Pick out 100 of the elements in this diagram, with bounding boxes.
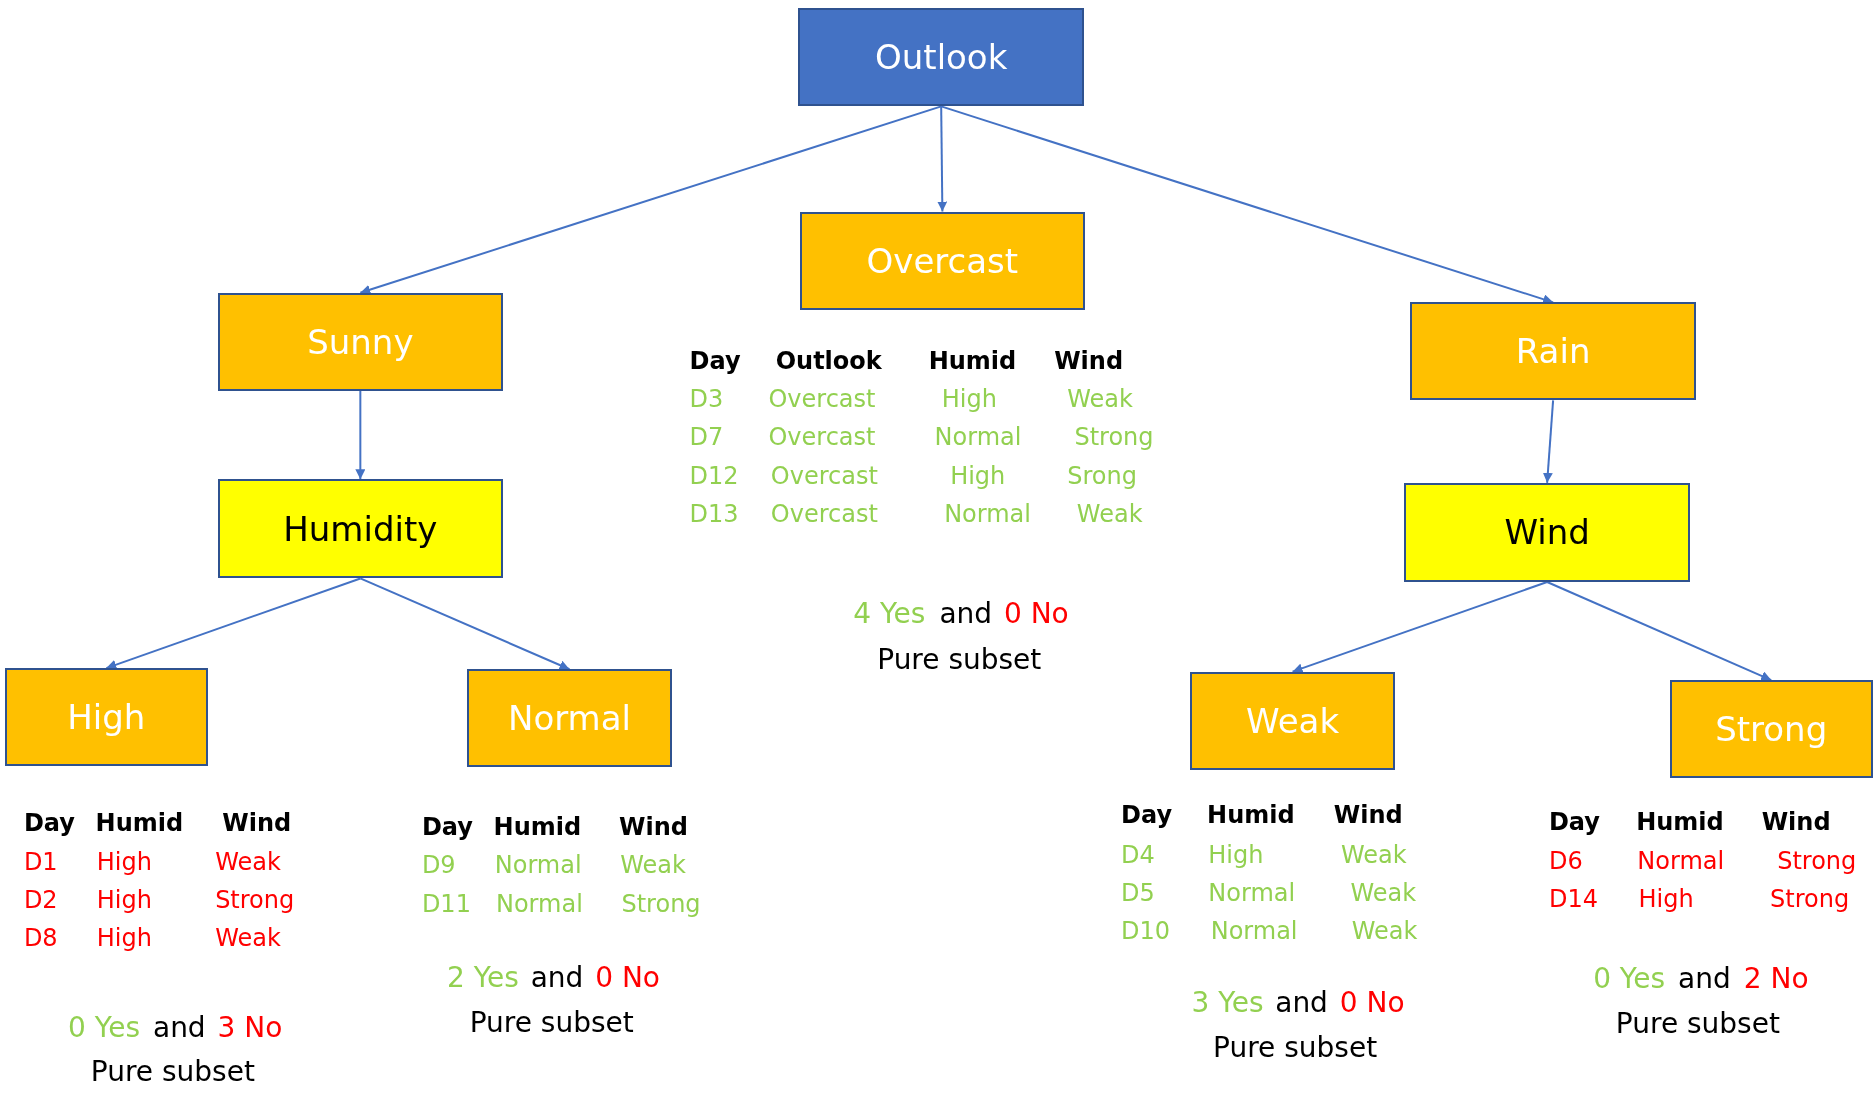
table-cell: D5 [1121,880,1155,905]
table-cell: Overcast [770,501,878,526]
attribute-node-box [1404,482,1690,582]
table-cell: Strong [1770,886,1850,911]
table-cell: D1 [23,849,58,874]
table-cell: Weak [1350,880,1417,905]
arrow [359,577,571,671]
column-header: Outlook [775,348,882,373]
table-cell: Normal [944,501,1031,526]
table-cell: High [96,887,152,912]
table-cell: High [96,926,152,951]
table-cell: Srong [1067,463,1137,488]
column-header: Wind [619,815,689,840]
branch-value-box [1410,302,1696,401]
arrow [355,389,366,481]
summary-text: Pure subset [877,645,1042,674]
table-cell: High [96,849,152,874]
table-cell: Weak [1351,919,1418,943]
column-header: Wind [1333,803,1403,828]
arrow [937,105,948,213]
column-header: Day [23,811,75,836]
summary-text: Pure subset [90,1058,255,1087]
arrow [1546,581,1773,682]
table-cell: D10 [1121,919,1171,943]
branch-value-box [1190,671,1395,770]
table-cell: D13 [689,501,739,526]
branch-value-box [4,668,208,767]
arrow [359,105,943,295]
column-header: Day [689,348,741,373]
column-header: Humid [1207,803,1295,828]
node-label: Weak [1246,700,1340,741]
table-cell: Strong [215,887,295,912]
table-cell: High [950,463,1006,488]
table-cell: D7 [689,425,724,450]
branch-value-box [1669,680,1873,779]
column-header: Humid [493,815,582,840]
table-cell: D2 [23,887,58,912]
node-label: Outlook [875,37,1008,78]
no-count: 0 No [1003,600,1069,629]
table-cell: Normal [1210,919,1298,943]
column-header: Day [1121,803,1173,828]
table-cell: Strong [1777,848,1857,873]
summary-text: Pure subset [1213,1034,1378,1063]
column-header: Humid [95,811,184,836]
no-count: 0 No [595,963,660,992]
node-label: Wind [1504,512,1590,553]
table-cell: High [1638,886,1694,911]
no-count: 2 No [1743,964,1809,993]
summary-text: and [530,963,584,992]
no-count: 3 No [217,1013,283,1042]
node-label: Rain [1515,331,1591,372]
table-cell: Weak [215,926,281,951]
yes-count: 0 Yes [1593,964,1666,993]
column-header: Wind [222,811,292,836]
branch-value-box [799,211,1086,310]
column-header: Humid [1636,810,1724,835]
table-cell: D3 [689,387,724,412]
table-cell: D11 [421,891,471,916]
table-cell: Weak [1076,501,1143,526]
table-cell: Normal [1637,848,1725,873]
node-label: High [67,697,146,738]
table-cell: D8 [23,926,58,951]
node-label: Normal [507,698,631,739]
branch-value-box [217,292,504,391]
table-cell: Normal [934,425,1022,450]
column-header: Wind [1761,810,1831,835]
table-cell: Normal [1208,880,1296,905]
table-cell: Normal [496,891,583,916]
table-cell: Strong [621,891,701,916]
arrow [940,105,1555,305]
table-cell: Overcast [768,425,876,450]
attribute-node-box [217,479,504,579]
node-label: Strong [1715,709,1828,750]
column-header: Day [1548,810,1600,835]
summary-text: and [1275,988,1328,1017]
table-cell: Overcast [768,387,876,412]
table-cell: D9 [421,853,456,878]
summary-text: Pure subset [1615,1010,1780,1039]
table-cell: Strong [1074,425,1154,450]
table-cell: Weak [215,849,281,874]
table-cell: High [941,387,997,412]
table-cell: D4 [1121,842,1155,867]
summary-text: and [1678,964,1731,993]
summary-text: Pure subset [469,1009,634,1038]
root-node-box [798,8,1084,107]
arrow [105,577,362,670]
column-header: Day [421,815,473,840]
arrow [1291,581,1549,674]
no-count: 0 No [1339,988,1405,1017]
yes-count: 3 Yes [1191,988,1264,1017]
column-header: Wind [1054,348,1124,373]
table-cell: Weak [1067,387,1133,412]
yes-count: 2 Yes [447,963,519,992]
table-cell: D6 [1548,848,1583,873]
summary-text: and [152,1013,206,1042]
node-label: Sunny [307,321,414,362]
arrow [1542,399,1555,484]
yes-count: 4 Yes [853,600,926,629]
node-label: Humidity [283,508,438,549]
table-cell: D14 [1548,886,1598,911]
